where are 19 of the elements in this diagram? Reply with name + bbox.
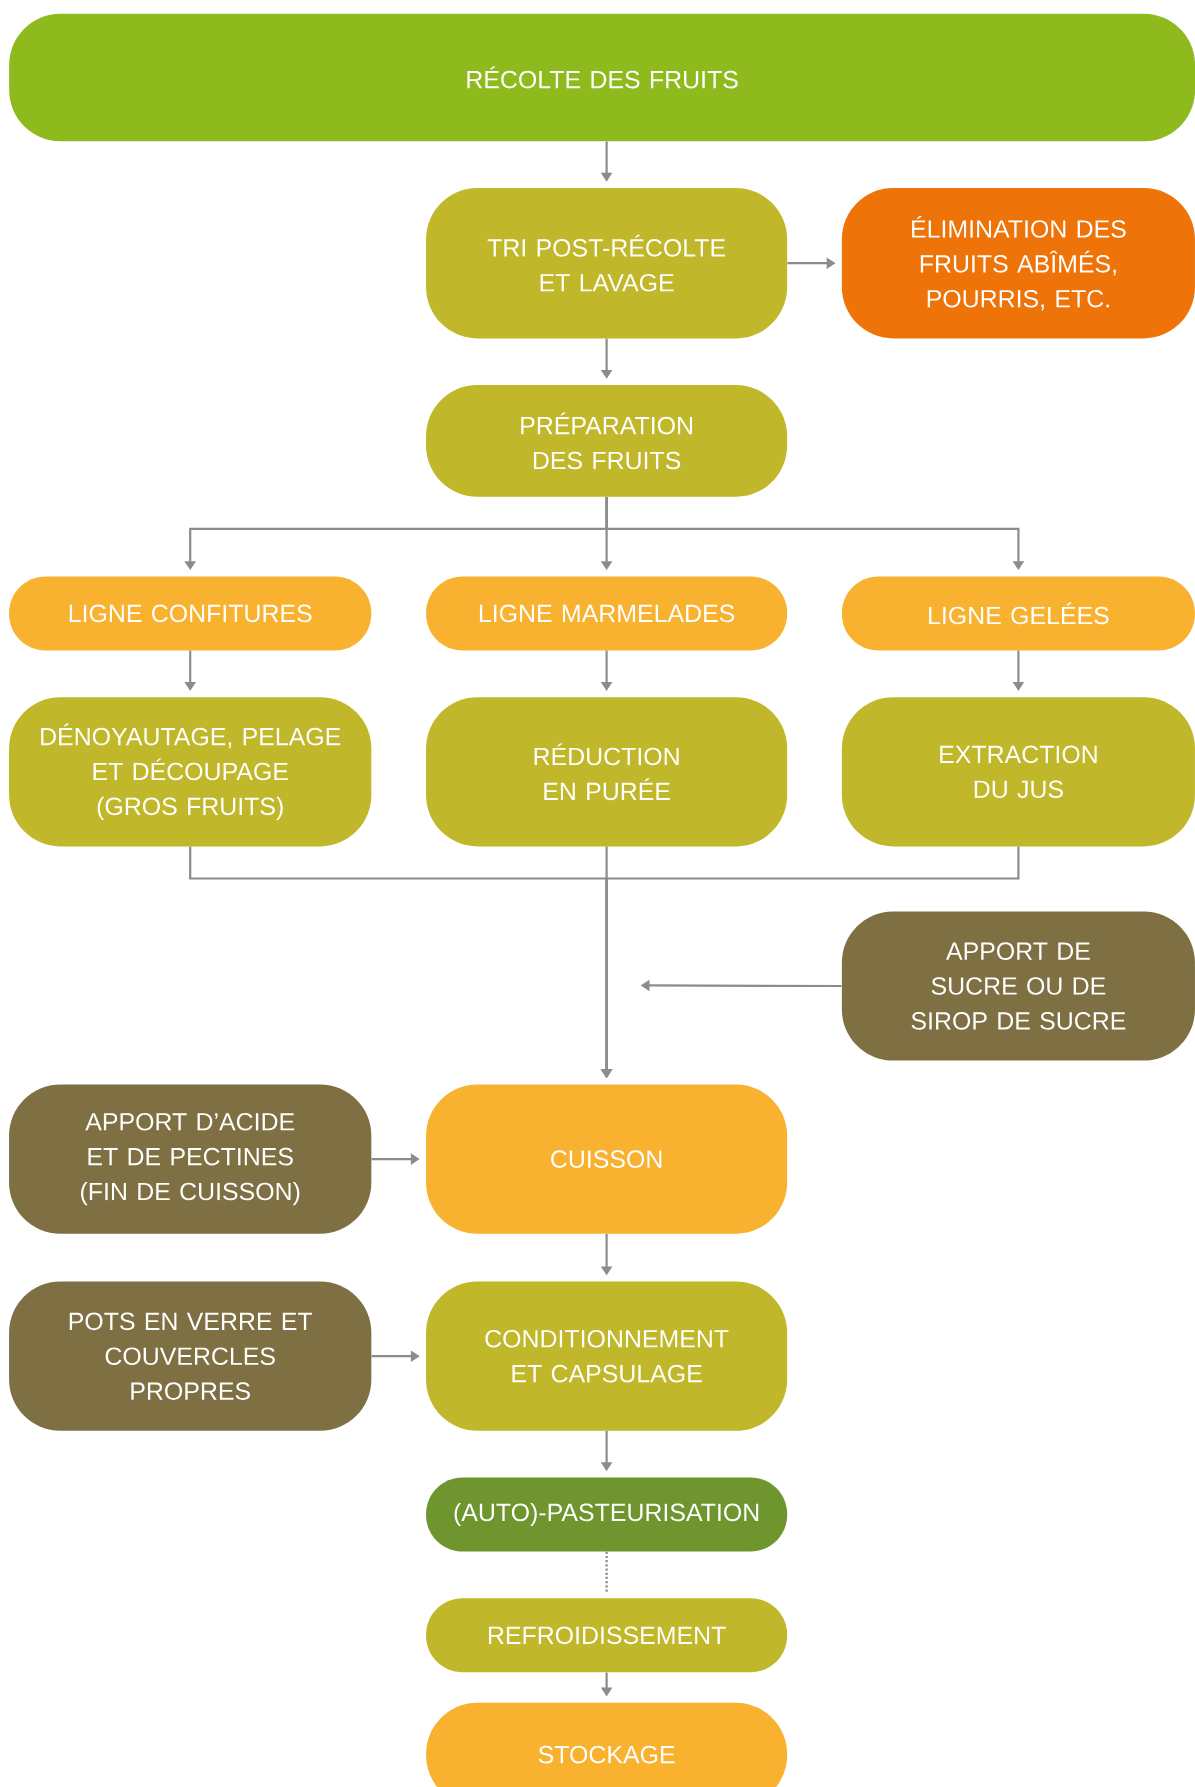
process-box: PRÉPARATION DES FRUITS bbox=[426, 385, 788, 497]
process-box: LIGNE MARMELADES bbox=[426, 576, 788, 651]
process-box: TRI POST-RÉCOLTE ET LAVAGE bbox=[426, 188, 788, 339]
process-box: CONDITIONNEMENT ET CAPSULAGE bbox=[426, 1281, 788, 1431]
process-box: RÉCOLTE DES FRUITS bbox=[9, 13, 1195, 142]
process-box: ÉLIMINATION DES FRUITS ABÎMÉS, POURRIS, ETC. bbox=[841, 188, 1195, 339]
process-box: CUISSON bbox=[426, 1084, 788, 1234]
input-box: APPORT D’ACIDE ET DE PECTINES (FIN DE CUISSON) bbox=[9, 1084, 372, 1234]
process-box: EXTRACTION DU JUS bbox=[841, 697, 1195, 847]
process-box: DÉNOYAUTAGE, PELAGE ET DÉCOUPAGE (GROS FRUITS) bbox=[9, 697, 372, 847]
input-box: APPORT DE SUCRE OU DE SIROP DE SUCRE bbox=[841, 911, 1195, 1061]
input-box: POTS EN VERRE ET COUVERCLES PROPRES bbox=[9, 1281, 372, 1431]
process-box: REFROIDISSEMENT bbox=[426, 1598, 788, 1673]
process-box: LIGNE GELÉES bbox=[841, 576, 1195, 651]
process-box: RÉDUCTION EN PURÉE bbox=[426, 697, 788, 847]
process-box: STOCKAGE bbox=[426, 1702, 788, 1787]
connector-line bbox=[605, 1551, 608, 1593]
process-box: LIGNE CONFITURES bbox=[9, 576, 372, 651]
process-box: (AUTO)-PASTEURISATION bbox=[426, 1477, 788, 1552]
